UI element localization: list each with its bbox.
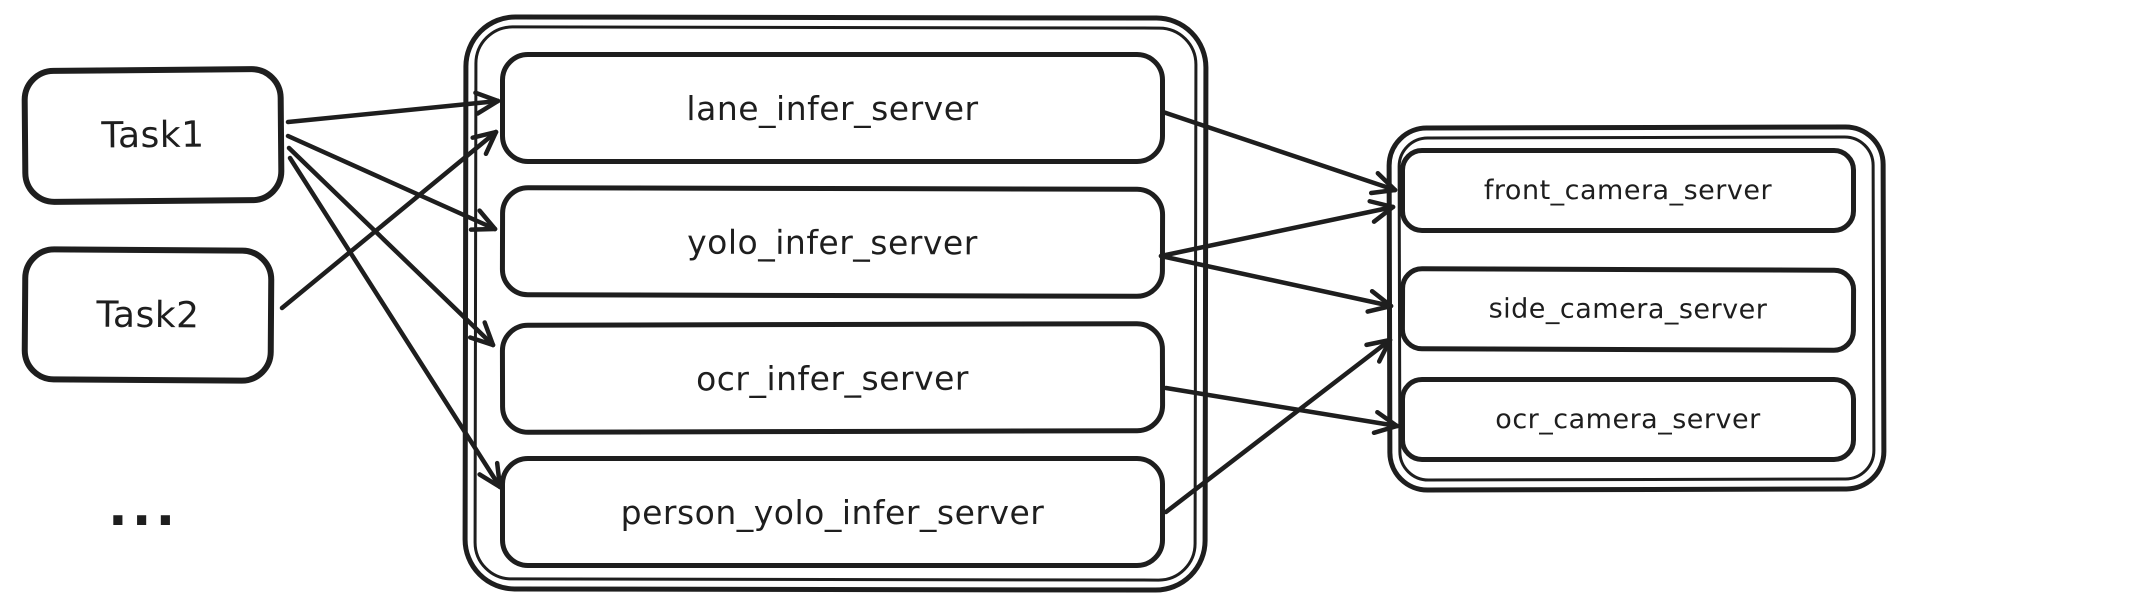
node-side-camera-server-label: side_camera_server (1488, 293, 1768, 326)
node-task1: Task1 (21, 65, 285, 206)
node-task1-label: Task1 (101, 114, 205, 157)
node-ocr-camera-server-label: ocr_camera_server (1495, 404, 1761, 435)
node-task2: Task2 (21, 246, 275, 384)
node-task2-label: Task2 (96, 294, 200, 336)
node-person-yolo-infer-server: person_yolo_infer_server (500, 456, 1165, 568)
node-ocr-infer-server: ocr_infer_server (499, 321, 1166, 435)
node-yolo-infer-server-label: yolo_infer_server (687, 222, 978, 262)
node-ocr-infer-server-label: ocr_infer_server (695, 358, 970, 398)
node-lane-infer-server-label: lane_infer_server (686, 88, 979, 128)
ellipsis-text: ... (108, 478, 180, 538)
node-front-camera-server: front_camera_server (1400, 148, 1856, 233)
node-person-yolo-infer-server-label: person_yolo_infer_server (620, 492, 1045, 532)
node-lane-infer-server: lane_infer_server (500, 52, 1165, 164)
node-yolo-infer-server: yolo_infer_server (499, 185, 1166, 299)
node-ocr-camera-server: ocr_camera_server (1400, 377, 1856, 462)
node-side-camera-server: side_camera_server (1399, 266, 1857, 353)
node-front-camera-server-label: front_camera_server (1483, 175, 1773, 206)
